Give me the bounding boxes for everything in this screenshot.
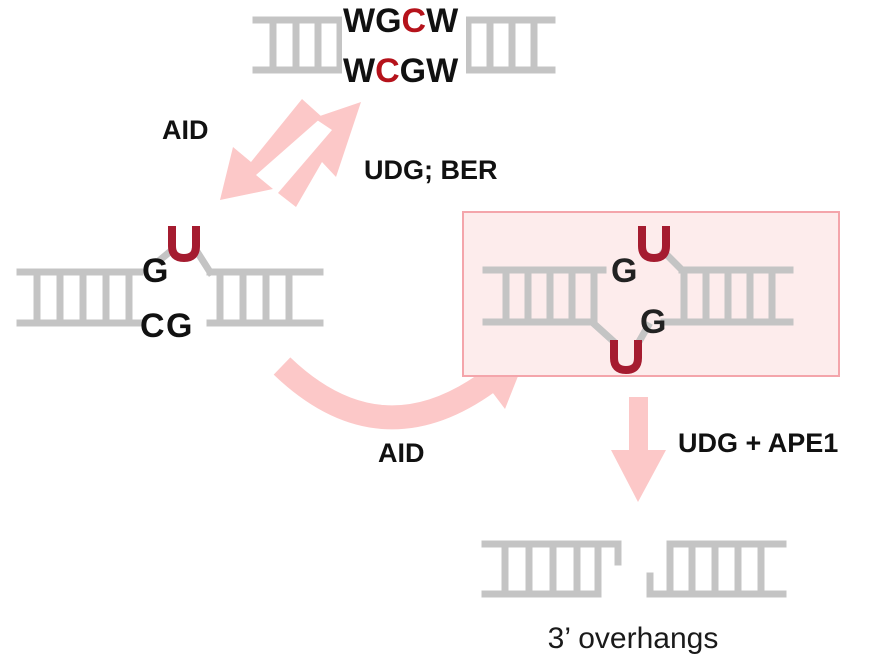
boxed-uracil-top-glyph	[638, 226, 670, 263]
arrows	[220, 99, 666, 502]
left-duplex: G C G	[16, 226, 324, 345]
overhang-left-rungs	[501, 540, 602, 598]
top-duplex-bottom-row: WCGW	[343, 52, 459, 90]
overhang-right-rungs	[666, 540, 765, 598]
label-udg-ape1: UDG + APE1	[678, 428, 838, 458]
bottom-row-base-3: W	[426, 52, 459, 90]
boxed-base-g-top: G	[611, 252, 637, 290]
top-row-base-0: W	[343, 2, 376, 40]
top-duplex-rungs	[269, 16, 538, 74]
label-udg-ber: UDG; BER	[364, 155, 498, 185]
caption-3-overhangs: 3’ overhangs	[548, 622, 719, 655]
arrow-aid-curved	[273, 357, 496, 430]
left-base-c-bottom: C	[140, 307, 165, 345]
label-aid-forward: AID	[162, 115, 209, 145]
bottom-row-base-2: G	[400, 52, 426, 90]
top-row-base-2: C	[402, 2, 427, 40]
boxed-duplex: G G	[482, 226, 794, 375]
bottom-row-base-0: W	[343, 52, 376, 90]
arrow-udg-ape1	[611, 397, 666, 502]
left-uracil-glyph	[168, 226, 200, 263]
label-aid-curved: AID	[378, 438, 425, 468]
overhang-duplex	[481, 540, 787, 598]
left-base-g-top: G	[142, 252, 168, 290]
bottom-row-base-1: C	[375, 52, 400, 90]
arrow-aid-forward	[220, 99, 322, 200]
arrow-udg-ber-reverse	[278, 102, 361, 207]
top-duplex: WGCW WCGW	[252, 2, 556, 90]
boxed-uracil-bottom-glyph	[610, 340, 642, 375]
left-duplex-rungs	[33, 268, 293, 327]
highlight-box	[462, 211, 840, 377]
top-row-base-1: G	[375, 2, 401, 40]
top-duplex-top-row: WGCW	[343, 2, 459, 40]
boxed-base-g-bottom: G	[640, 303, 666, 341]
boxed-duplex-rungs	[502, 266, 776, 326]
left-base-g-bottom: G	[166, 307, 192, 345]
top-row-base-3: W	[426, 2, 459, 40]
